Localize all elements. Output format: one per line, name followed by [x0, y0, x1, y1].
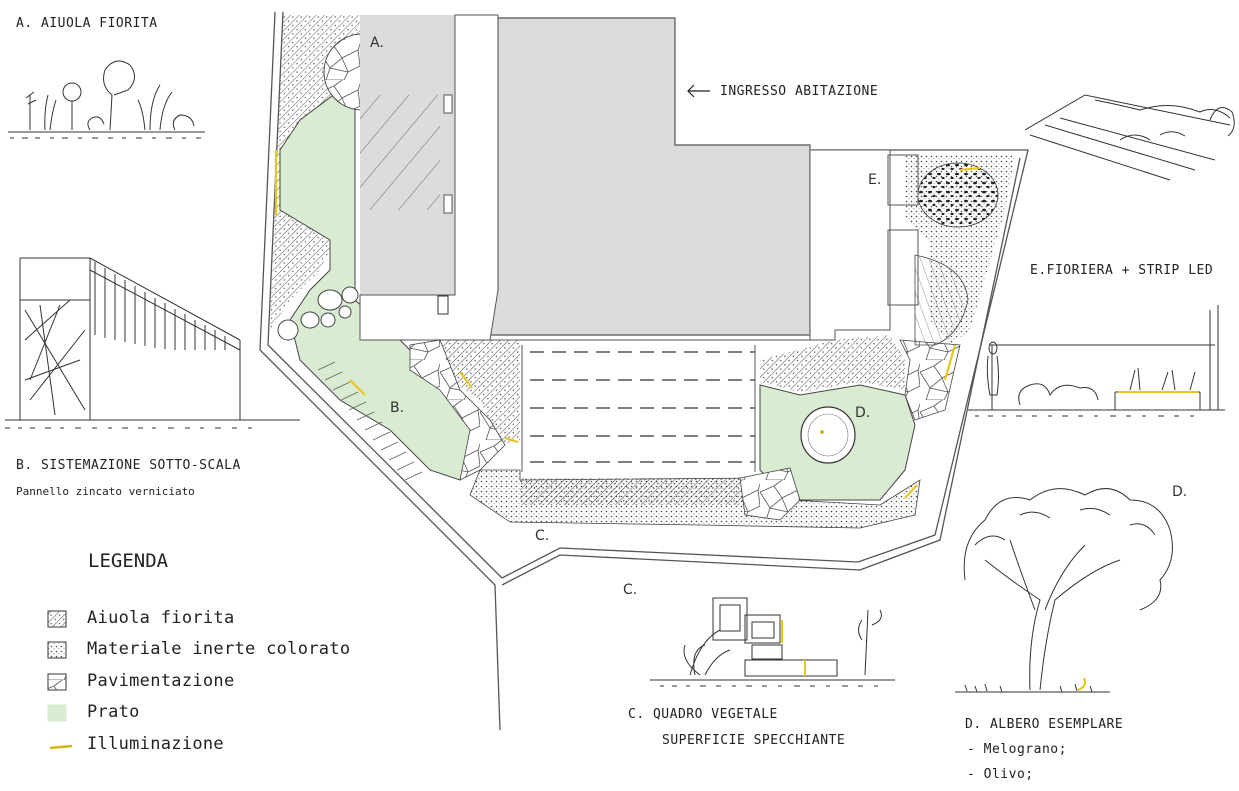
legend-item-prato: Prato — [47, 701, 140, 723]
label-d-title: D. ALBERO ESEMPLARE — [965, 717, 1124, 732]
legend-label: Materiale inerte colorato — [87, 639, 351, 659]
legend-item-illuminazione: Illuminazione — [47, 733, 224, 755]
plan-lights — [274, 150, 981, 499]
stepping-stones — [277, 286, 359, 341]
label-b-sub: Pannello zincato verniciato — [16, 485, 195, 498]
building — [359, 14, 830, 341]
legend-label: Illuminazione — [87, 734, 224, 754]
marker-a: A. — [370, 35, 384, 51]
sketch-d-tree — [955, 488, 1173, 693]
sketch-e-section — [968, 305, 1225, 417]
legend-label: Aiuola fiorita — [87, 608, 235, 628]
entrance-arrow — [687, 84, 710, 98]
legend-item-aiuola: Aiuola fiorita — [47, 607, 235, 629]
planter-e-arc — [914, 254, 969, 346]
site-boundary — [259, 11, 1029, 731]
label-e-title: E.FIORIERA + STRIP LED — [1030, 263, 1214, 278]
legend-item-inerte: Materiale inerte colorato — [47, 638, 350, 660]
paving-c — [739, 467, 801, 521]
sketch-c-lights — [781, 620, 806, 676]
dashed-paving — [530, 351, 755, 463]
terrace-e — [809, 149, 891, 341]
label-c-title-2: SUPERFICIE SPECCHIANTE — [662, 733, 846, 748]
label-b-title: B. SISTEMAZIONE SOTTO-SCALA — [16, 458, 241, 473]
legend-label: Prato — [87, 702, 140, 722]
lawn-b — [279, 89, 471, 481]
legend-swatches — [47, 610, 73, 750]
tree-d-plan — [800, 406, 856, 464]
marker-c: C. — [535, 528, 550, 544]
label-d-item-1: - Melograno; — [967, 742, 1067, 757]
sketch-b-under-stairs — [5, 257, 300, 429]
flowerbed-d — [760, 335, 905, 392]
label-d-item-2: - Olivo; — [967, 767, 1034, 782]
legend-item-pavimentazione: Pavimentazione — [47, 670, 235, 692]
label-ingresso: INGRESSO ABITAZIONE — [720, 84, 879, 99]
flowerbed-left — [270, 15, 460, 330]
legend-title: LEGENDA — [88, 550, 169, 572]
sketch-e-perspective — [1024, 94, 1235, 181]
sketch-d-light — [1077, 677, 1087, 692]
flowerbed-b — [440, 340, 520, 445]
planter-e-dots — [917, 162, 999, 228]
paving-d — [899, 339, 961, 421]
label-c-title-1: C. QUADRO VEGETALE — [628, 707, 778, 722]
legend-label: Pavimentazione — [87, 671, 235, 691]
marker-c-detail: C. — [623, 582, 638, 598]
sketch-c-vertical-garden — [650, 597, 895, 687]
stair-lines — [317, 361, 423, 481]
sketch-a-flowerbed — [8, 60, 205, 139]
marker-d: D. — [855, 405, 871, 421]
marker-e: E. — [868, 172, 882, 188]
marker-d-detail: D. — [1172, 484, 1188, 500]
flowerbed-c — [520, 478, 760, 505]
marker-b: B. — [390, 400, 405, 416]
label-a-title: A. AIUOLA FIORITA — [16, 16, 158, 31]
